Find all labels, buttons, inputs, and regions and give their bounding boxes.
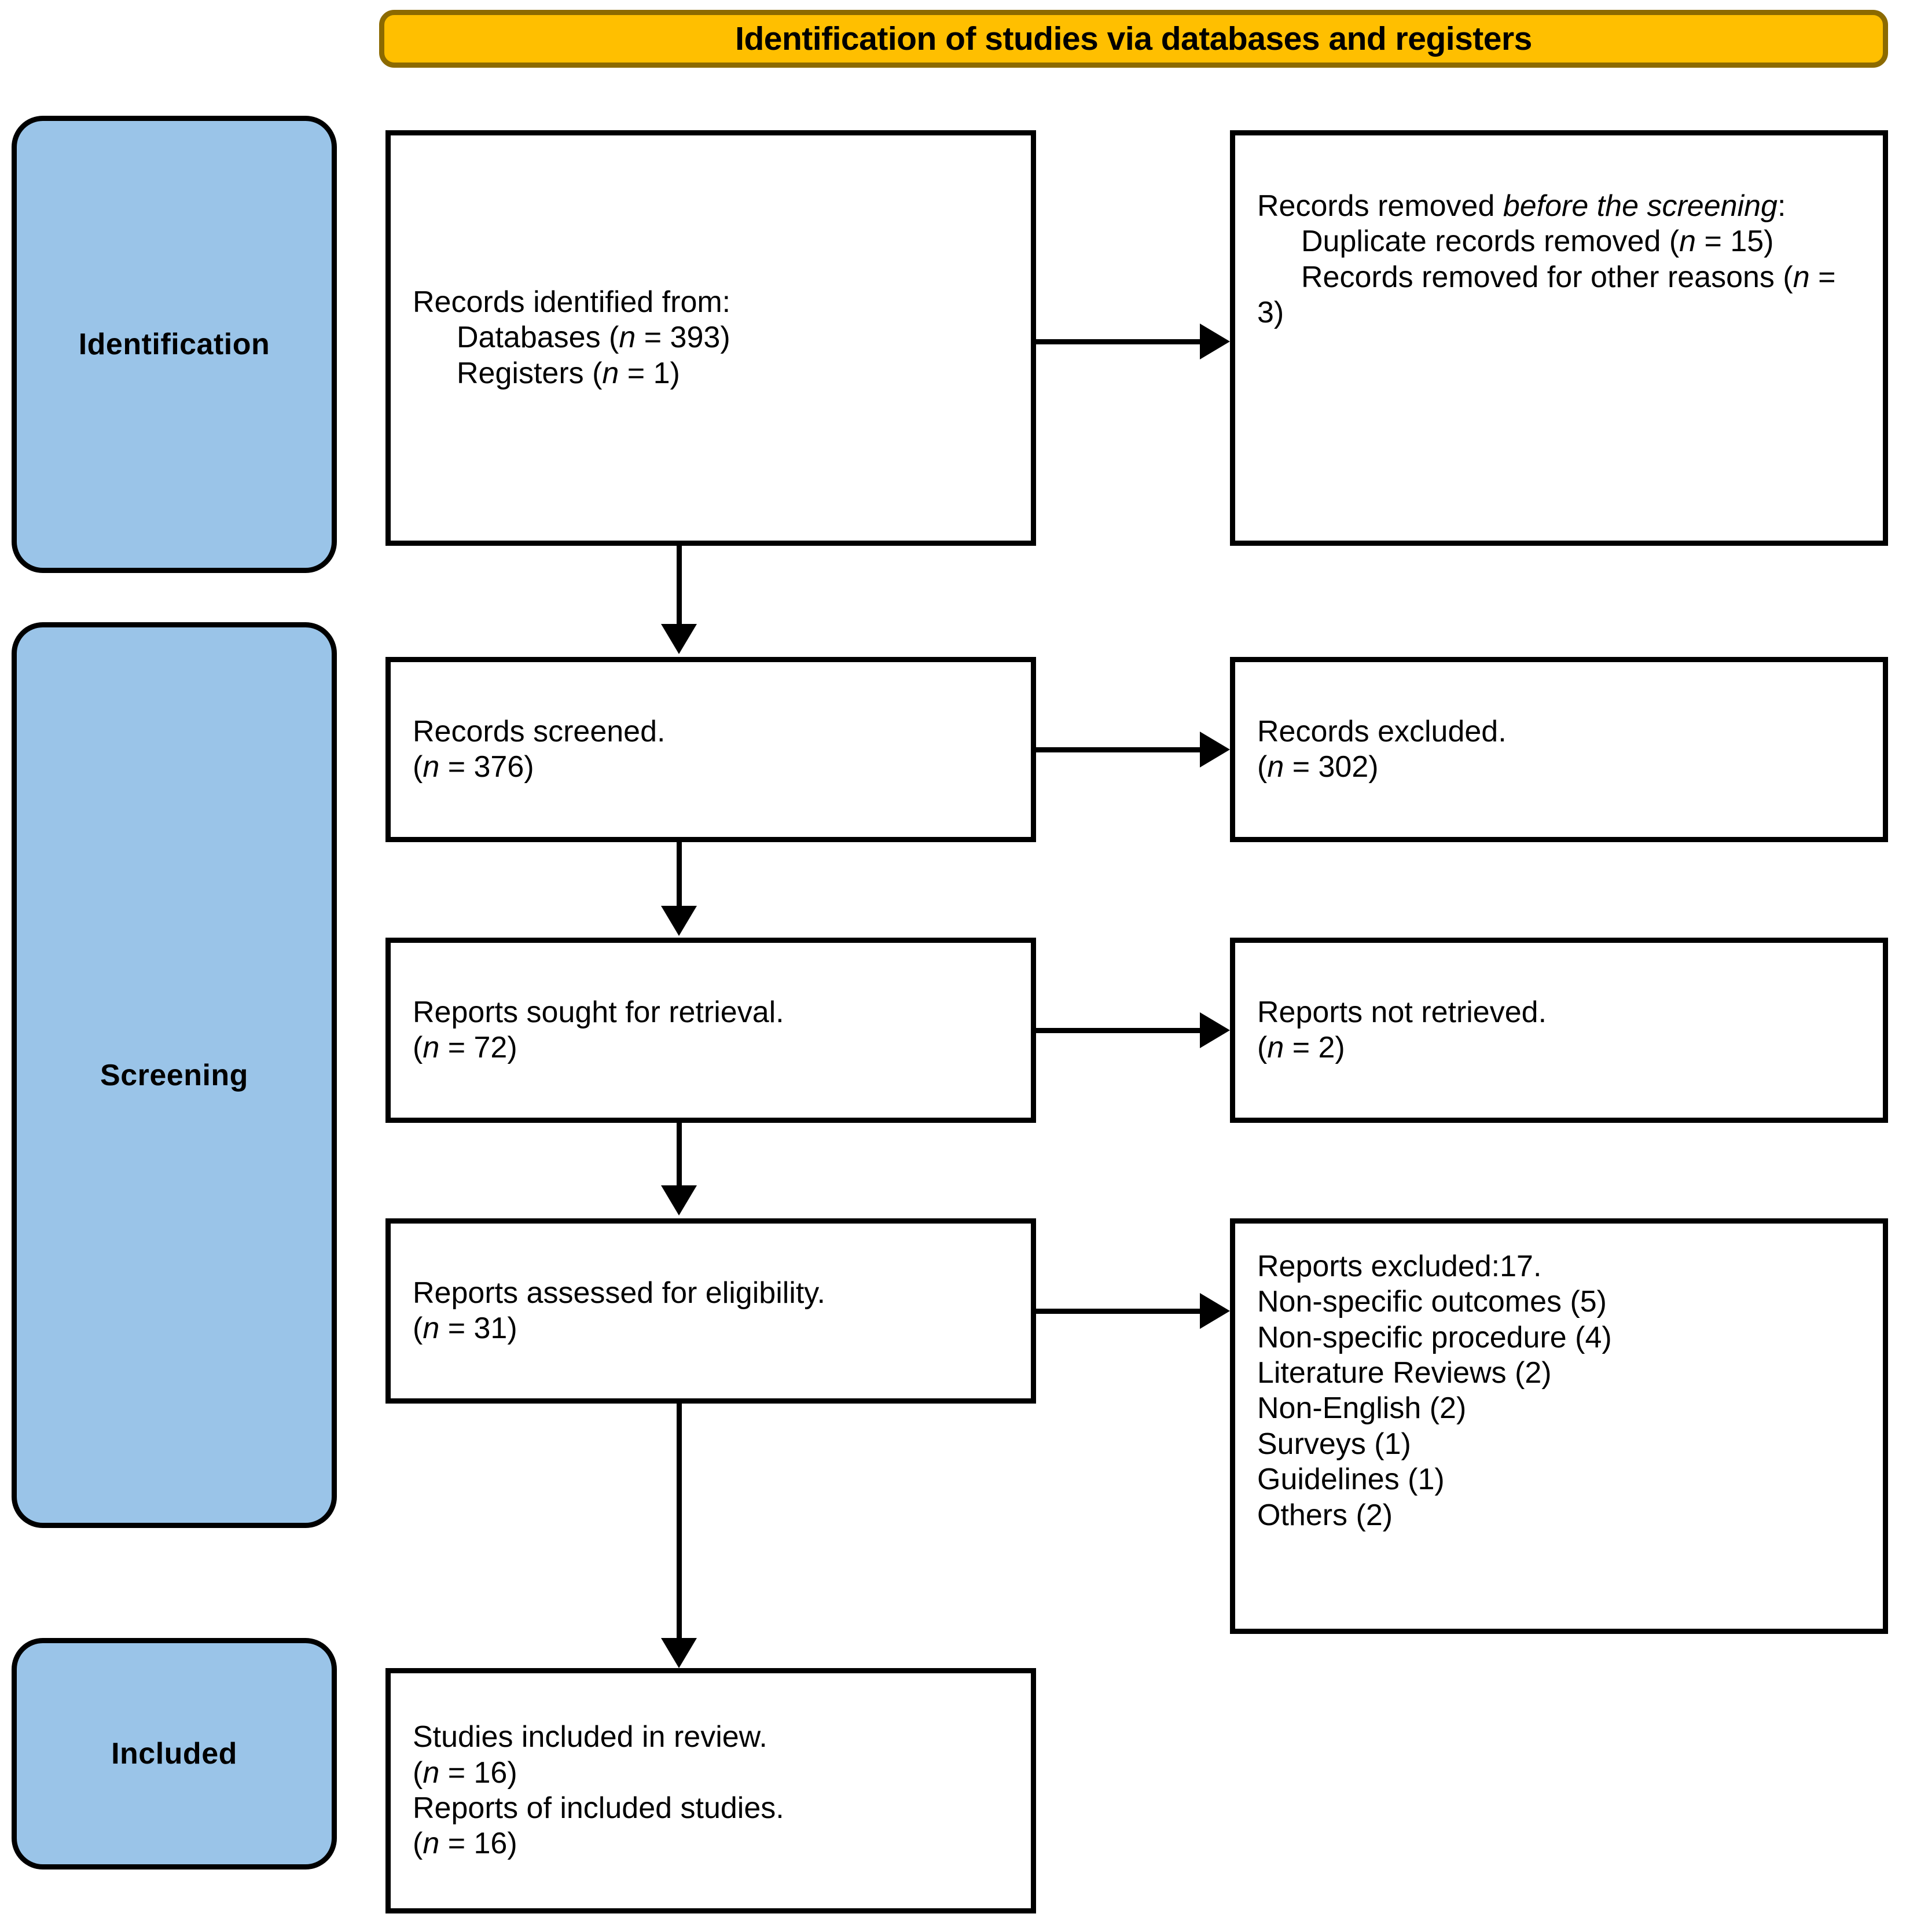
stage-label-identification: Identification (78, 328, 270, 361)
header-banner: Identification of studies via databases … (379, 10, 1888, 68)
box-studies-included: Studies included in review.(n = 16)Repor… (385, 1668, 1036, 1913)
arrow-head-identified-to-screened (661, 624, 697, 654)
box-records-removed-before-screening: Records removed before the screening:Dup… (1230, 130, 1888, 546)
box-records-screened-text: Records screened.(n = 376) (413, 714, 666, 784)
stage-label-screening: Screening (100, 1058, 248, 1092)
box-records-removed-text: Records removed before the screening:Dup… (1257, 189, 1844, 330)
connector-sought-to-not-retrieved (1036, 1028, 1203, 1033)
connector-identified-to-removed (1036, 339, 1203, 344)
connector-screened-to-sought (677, 842, 682, 914)
box-reports-excluded-text: Reports excluded:17.Non-specific outcome… (1235, 1224, 1883, 1533)
box-records-screened: Records screened.(n = 376) (385, 657, 1036, 842)
reason-item: Non-specific outcomes (5) (1257, 1285, 1607, 1319)
arrow-head-assessed-to-included (661, 1638, 697, 1668)
connector-sought-to-assessed (677, 1123, 682, 1192)
reason-item: Guidelines (1) (1257, 1463, 1445, 1497)
box-reports-sought: Reports sought for retrieval.(n = 72) (385, 938, 1036, 1123)
registers-line: Registers (n = 1) (457, 356, 680, 390)
arrow-head-screened-to-sought (661, 906, 697, 936)
arrow-head-screened-to-excluded (1200, 732, 1230, 767)
connector-identified-to-screened (677, 546, 682, 633)
connector-screened-to-excluded (1036, 747, 1203, 752)
box-records-identified-text: Records identified from:Databases (n = 3… (413, 285, 731, 390)
box-reports-not-retrieved: Reports not retrieved.(n = 2) (1230, 938, 1888, 1123)
arrow-head-sought-to-assessed (661, 1185, 697, 1215)
arrow-head-identified-to-removed (1200, 324, 1230, 359)
header-title: Identification of studies via databases … (735, 20, 1532, 57)
box-reports-excluded: Reports excluded:17.Non-specific outcome… (1230, 1218, 1888, 1634)
reason-item: Others (2) (1257, 1498, 1393, 1532)
box-reports-not-retrieved-text: Reports not retrieved.(n = 2) (1257, 995, 1547, 1064)
box-records-excluded-text: Records excluded.(n = 302) (1257, 714, 1507, 784)
stage-box-screening: Screening (12, 622, 337, 1528)
box-reports-sought-text: Reports sought for retrieval.(n = 72) (413, 995, 784, 1064)
reports-excluded-heading: Reports excluded:17. (1257, 1250, 1542, 1283)
connector-assessed-to-excluded (1036, 1309, 1203, 1314)
arrow-head-assessed-to-excluded (1200, 1293, 1230, 1329)
stage-box-identification: Identification (12, 116, 337, 573)
reason-item: Surveys (1) (1257, 1427, 1411, 1461)
box-records-excluded: Records excluded.(n = 302) (1230, 657, 1888, 842)
reason-item: Non-English (2) (1257, 1391, 1467, 1426)
stage-box-included: Included (12, 1638, 337, 1869)
reason-item: Literature Reviews (2) (1257, 1356, 1552, 1390)
arrow-head-sought-to-not-retrieved (1200, 1012, 1230, 1048)
stage-label-included: Included (111, 1737, 237, 1771)
box-reports-assessed-text: Reports assessed for eligibility.(n = 31… (413, 1276, 825, 1345)
connector-assessed-to-included (677, 1404, 682, 1647)
databases-line: Databases (n = 393) (457, 321, 730, 355)
box-records-identified: Records identified from:Databases (n = 3… (385, 130, 1036, 546)
box-studies-included-text: Studies included in review.(n = 16)Repor… (413, 1720, 784, 1861)
reason-item: Non-specific procedure (4) (1257, 1320, 1612, 1354)
box-reports-assessed: Reports assessed for eligibility.(n = 31… (385, 1218, 1036, 1404)
